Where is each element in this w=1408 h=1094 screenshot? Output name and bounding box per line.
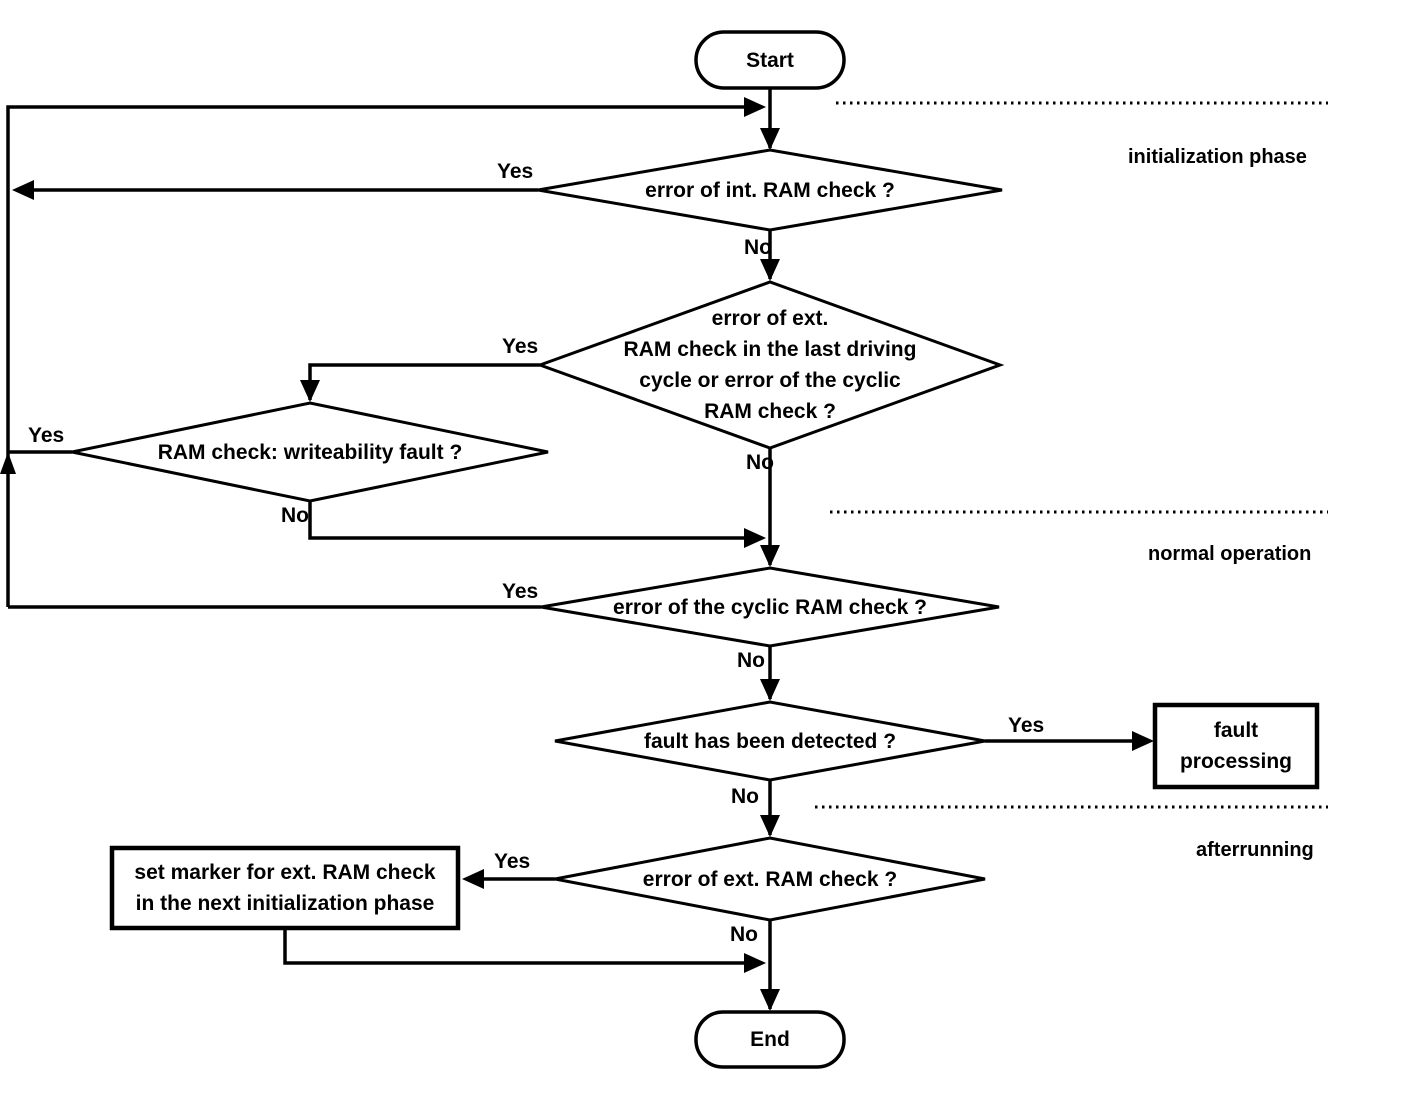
- label-d3-yes: Yes: [28, 424, 65, 447]
- label-d2-yes: Yes: [502, 335, 539, 358]
- arrowhead-d5-in: [760, 679, 780, 701]
- arrowhead-d3-no-join: [744, 528, 766, 548]
- label-d5-no: No: [731, 785, 759, 808]
- decision-writeability-label: RAM check: writeability fault ?: [157, 440, 463, 464]
- arrowhead-into-chain-top: [744, 97, 766, 117]
- decision-ext-ram-label: error of ext. RAM check ?: [642, 867, 898, 891]
- label-d3-no: No: [281, 504, 309, 527]
- decision-ext-ram-last-cycle-label: error of ext. RAM check in the last driv…: [623, 307, 917, 423]
- label-d4-yes: Yes: [502, 580, 539, 603]
- section-normal-operation: normal operation: [1148, 543, 1312, 565]
- edge-marker-return: [283, 928, 746, 965]
- end-terminator-shape: [694, 1010, 846, 1069]
- section-afterrunning: afterrunning: [1196, 839, 1314, 861]
- label-d1-yes: Yes: [497, 160, 534, 183]
- arrowhead-set-marker-in: [462, 869, 484, 889]
- arrowhead-collector-up: [0, 452, 16, 474]
- edge-collector-loop: [6, 105, 744, 607]
- decision-ext-ram-last-cycle-shape: [535, 280, 1005, 450]
- fault-processing-label: fault processing: [1179, 719, 1293, 773]
- arrowhead-d6-in: [760, 815, 780, 837]
- decision-fault-detected-label: fault has been detected ?: [643, 729, 897, 753]
- label-d5-yes: Yes: [1008, 714, 1045, 737]
- edge-d2-yes: [308, 363, 540, 400]
- arrowhead-d3-in: [300, 380, 320, 402]
- arrowhead-d4-in: [760, 545, 780, 567]
- decision-cyclic-ram-shape: [540, 566, 1000, 648]
- decision-cyclic-ram-label: error of the cyclic RAM check ?: [613, 595, 927, 619]
- set-marker-box-shape: [109, 845, 461, 931]
- edge-d3-no: [308, 501, 746, 540]
- decision-ext-ram-shape: [554, 836, 986, 922]
- decision-int-ram-label: error of int. RAM check ?: [645, 178, 895, 202]
- arrowhead-d1-in: [760, 128, 780, 150]
- decision-int-ram-shape: [537, 148, 1003, 232]
- label-d2-no: No: [746, 451, 774, 474]
- fault-processing-box-shape: [1152, 702, 1320, 790]
- section-initialization-phase: initialization phase: [1128, 146, 1307, 168]
- arrowhead-d2-in: [760, 259, 780, 281]
- start-label: Start: [746, 48, 794, 72]
- arrowhead-marker-return-join: [744, 953, 766, 973]
- label-d1-no: No: [744, 236, 772, 259]
- label-d6-no: No: [730, 923, 758, 946]
- arrowhead-d1-yes: [12, 180, 34, 200]
- decision-writeability-shape: [71, 401, 549, 503]
- decision-fault-detected-shape: [554, 700, 986, 782]
- start-terminator-shape: [694, 30, 846, 90]
- set-marker-label: set marker for ext. RAM check in the nex…: [134, 861, 436, 915]
- arrowhead-fault-processing-in: [1132, 731, 1154, 751]
- label-d4-no: No: [737, 649, 765, 672]
- label-d6-yes: Yes: [494, 850, 531, 873]
- arrowhead-end-in: [760, 989, 780, 1011]
- end-label: End: [750, 1028, 790, 1051]
